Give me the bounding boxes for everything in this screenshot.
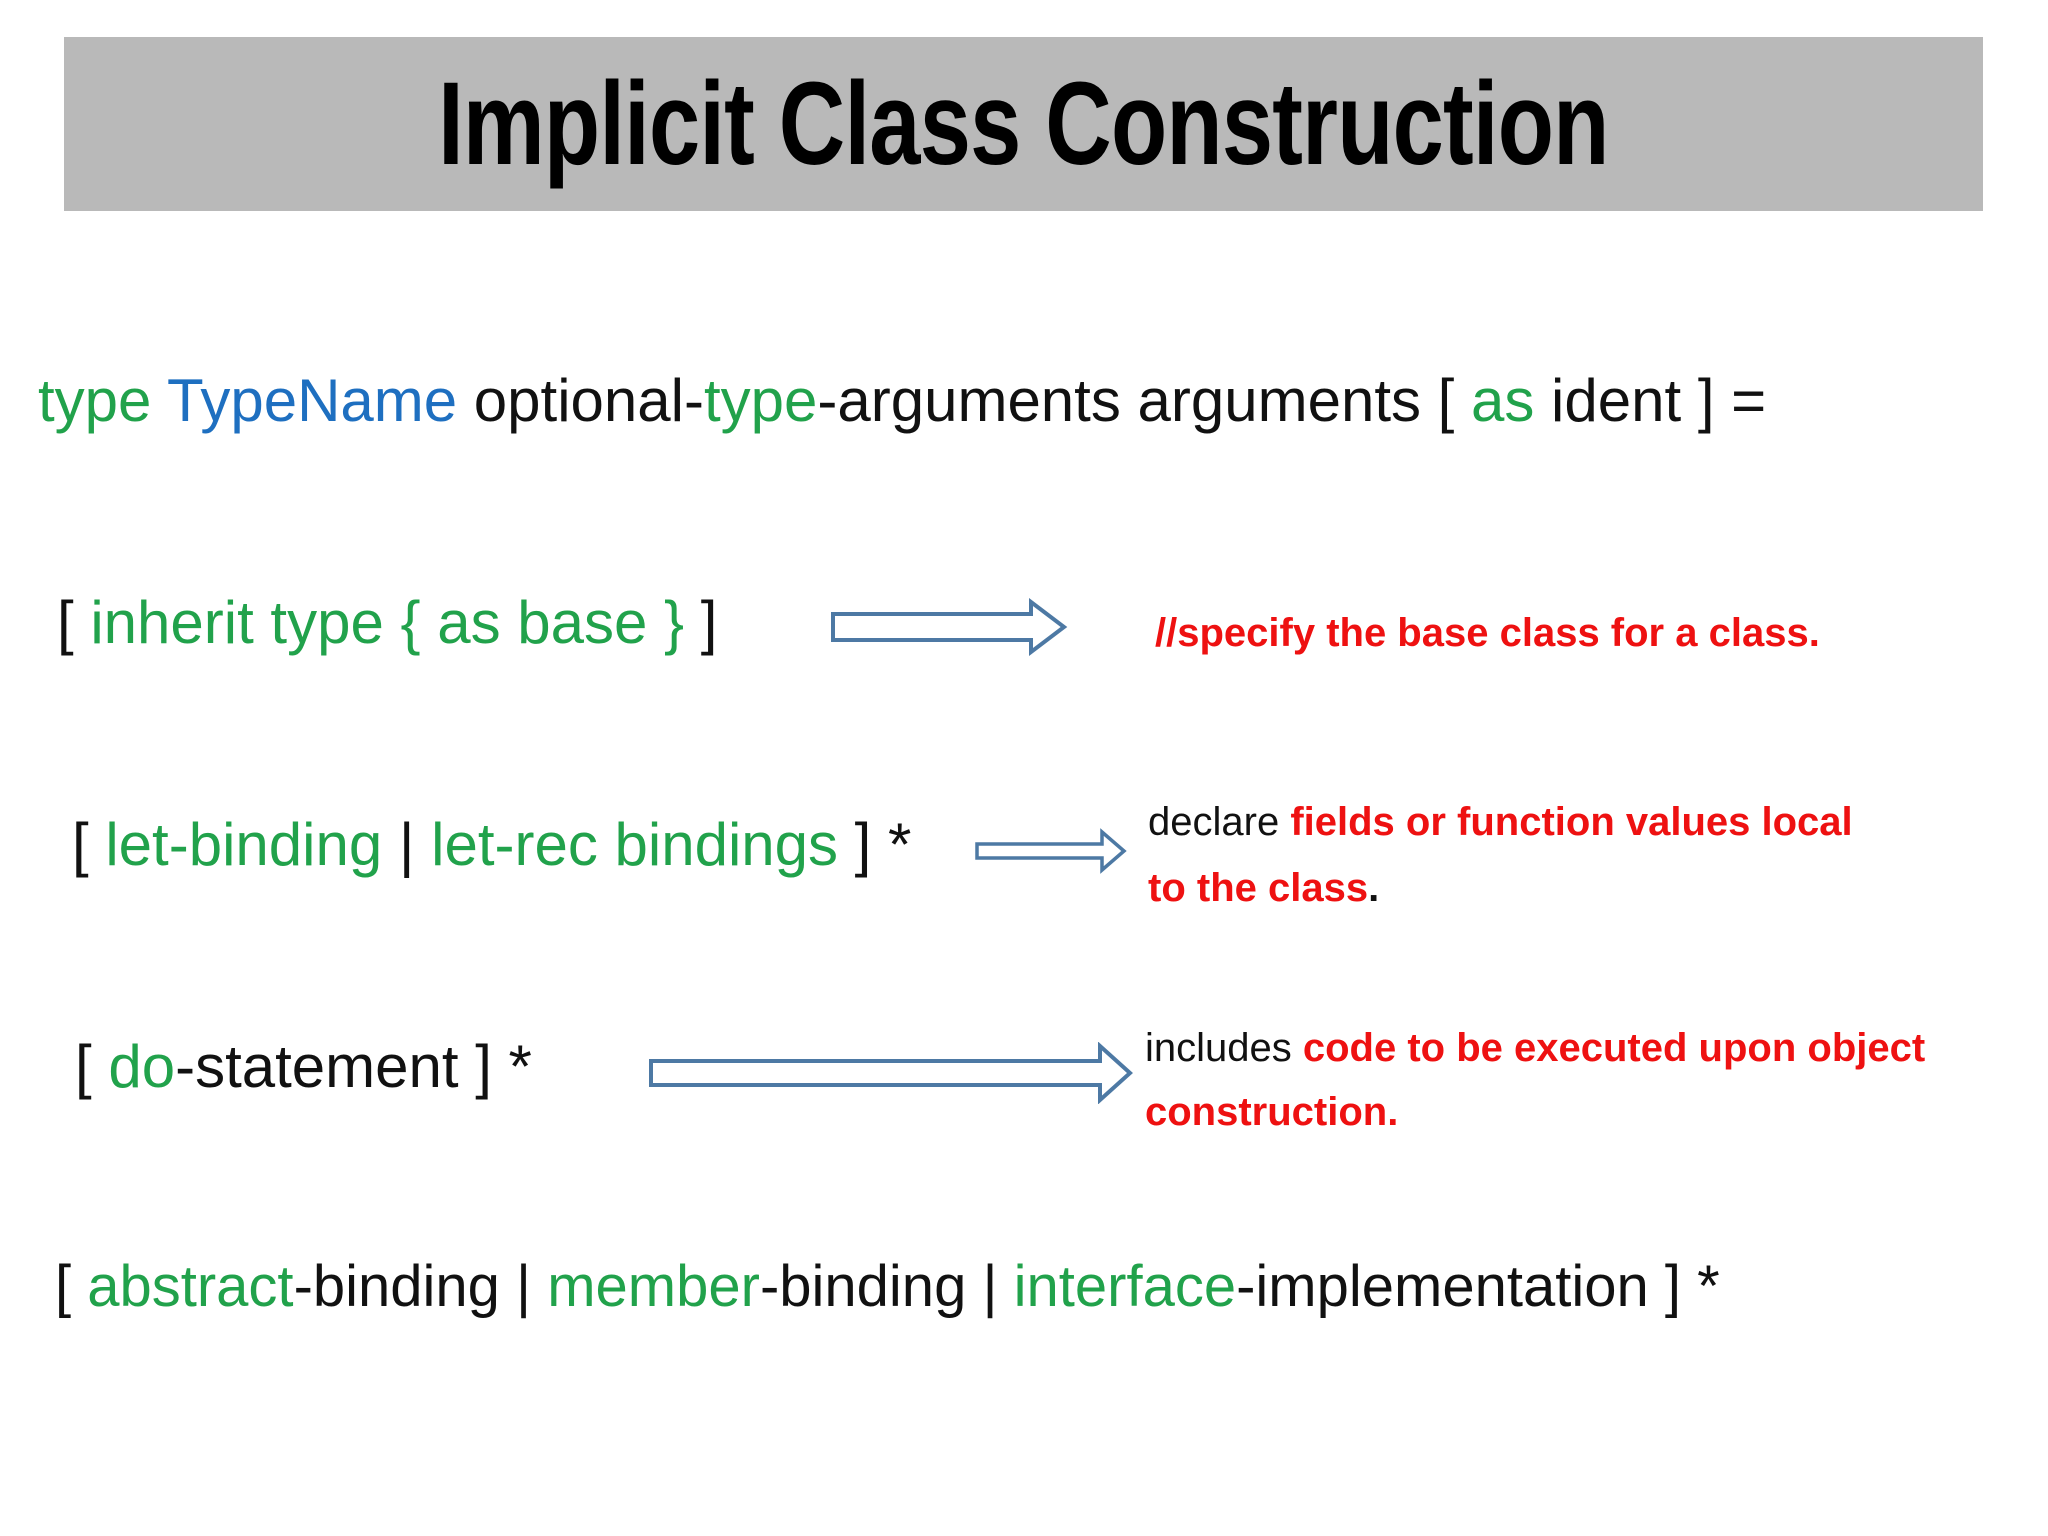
annotation-do-statement: includes code to be executed upon object… [1145,1026,1926,1134]
annotation-let-bindings: declare fields or function values local … [1148,800,1853,910]
right-arrow-icon [831,598,1068,656]
syntax-line-let-bindings: [ let-binding | let-rec bindings ] * [72,811,912,878]
syntax-line-inherit: [ inherit type { as base } ] [57,589,718,656]
title-bar: Implicit Class Construction [64,37,1983,211]
right-arrow-icon [649,1042,1133,1104]
slide-title: Implicit Class Construction [438,58,1609,190]
right-arrow-icon [975,828,1127,874]
annotation-inherit: //specify the base class for a class. [1155,611,1820,655]
syntax-line-type-declaration: type TypeName optional-type-arguments ar… [38,367,1767,434]
syntax-line-member-bindings: [ abstract-binding | member-binding | in… [55,1254,1720,1319]
syntax-line-do-statement: [ do-statement ] * [75,1033,532,1100]
